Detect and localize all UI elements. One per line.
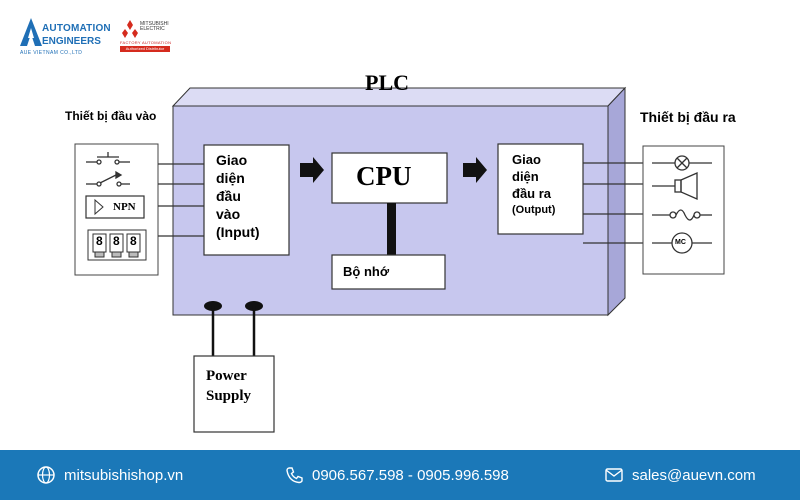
memory-box: [331, 254, 446, 290]
header: AUTOMATION ENGINEERS AUE VIETNAM CO.,LTD…: [0, 0, 800, 62]
plc-diagram-graphic: [74, 86, 725, 433]
solenoid-icon: [652, 209, 712, 221]
input-wires: [158, 163, 204, 237]
cpu-label: CPU: [356, 161, 412, 191]
input-interface-line: vào: [216, 206, 241, 222]
npn-label: NPN: [113, 201, 136, 213]
phone-link[interactable]: 0906.567.598 - 0905.996.598: [284, 450, 509, 500]
input-interface-line: diện: [216, 170, 245, 186]
mitsubishi-logo: MITSUBISHI ELECTRIC FACTORY AUTOMATION A…: [118, 18, 176, 56]
input-interface-text: Giao diện đầu vào (Input): [216, 151, 260, 241]
globe-icon: [37, 466, 55, 484]
input-interface-line: đầu: [216, 188, 241, 204]
limit-switch-icon: [86, 170, 130, 187]
email-link[interactable]: sales@auevn.com: [604, 450, 756, 500]
website-link[interactable]: mitsubishishop.vn: [36, 450, 183, 500]
phone-text: 0906.567.598 - 0905.996.598: [312, 466, 509, 484]
plc-box-side: [607, 86, 626, 317]
plc-title: PLC: [365, 70, 409, 95]
website-text: mitsubishishop.vn: [64, 466, 184, 484]
mitsubishi-diamonds-icon: [122, 20, 138, 38]
cpu-box: [331, 152, 448, 204]
output-interface-box: [497, 143, 584, 235]
mail-icon: [605, 468, 623, 482]
brand-line2: ENGINEERS: [42, 36, 101, 47]
output-interface-line: (Output): [512, 204, 556, 216]
input-interface-line: Giao: [216, 152, 248, 168]
output-interface-line: Giao: [512, 152, 541, 167]
contact-footer: mitsubishishop.vn 0906.567.598 - 0905.99…: [0, 450, 800, 500]
phone-icon: [286, 467, 303, 484]
motor-contactor-icon: [652, 232, 712, 254]
digit-label: 8: [96, 234, 103, 248]
digit-label: 8: [113, 234, 120, 248]
digit-display-icon: [87, 229, 147, 261]
npn-sensor-icon: [85, 195, 145, 219]
brand-line3: AUE VIETNAM CO.,LTD: [20, 50, 83, 56]
partner-name: MITSUBISHI ELECTRIC: [140, 21, 169, 32]
email-text: sales@auevn.com: [632, 466, 756, 484]
partner-tagline: FACTORY AUTOMATION: [120, 40, 172, 45]
memory-label: Bộ nhớ: [343, 264, 390, 279]
power-supply-line: Supply: [206, 388, 252, 404]
plc-diagram: PLC Thiết bị đầu vào Thiết bị đầu ra Gia…: [0, 62, 800, 450]
lamp-icon: [652, 155, 712, 171]
horn-icon: [652, 172, 698, 200]
cpu-memory-bus: [387, 203, 396, 255]
power-supply-box: [193, 355, 275, 433]
output-interface-text: Giao diện đầu ra (Output): [512, 151, 555, 219]
arrow-cpu-to-output-icon: [463, 157, 487, 183]
output-wires: [583, 162, 643, 244]
aue-logo: AUTOMATION ENGINEERS AUE VIETNAM CO.,LTD: [12, 14, 122, 58]
pushbutton-switch-icon: [86, 152, 130, 165]
digit-label: 8: [130, 234, 137, 248]
output-interface-line: đầu ra: [512, 186, 552, 201]
brand-line1: AUTOMATION: [42, 23, 111, 34]
input-devices-label: Thiết bị đầu vào: [65, 109, 157, 123]
output-devices-label: Thiết bị đầu ra: [640, 109, 736, 125]
aue-logo-mark-icon: [20, 18, 42, 46]
output-interface-line: diện: [512, 169, 539, 184]
arrow-input-to-cpu-icon: [300, 157, 324, 183]
power-supply-line: Power: [206, 368, 247, 384]
power-supply-text: Power Supply: [206, 366, 251, 406]
input-interface-box: [203, 144, 290, 256]
mc-label: MC: [675, 239, 686, 246]
input-interface-line: (Input): [216, 224, 260, 240]
partner-badge: Authorized Distributor: [120, 46, 170, 52]
